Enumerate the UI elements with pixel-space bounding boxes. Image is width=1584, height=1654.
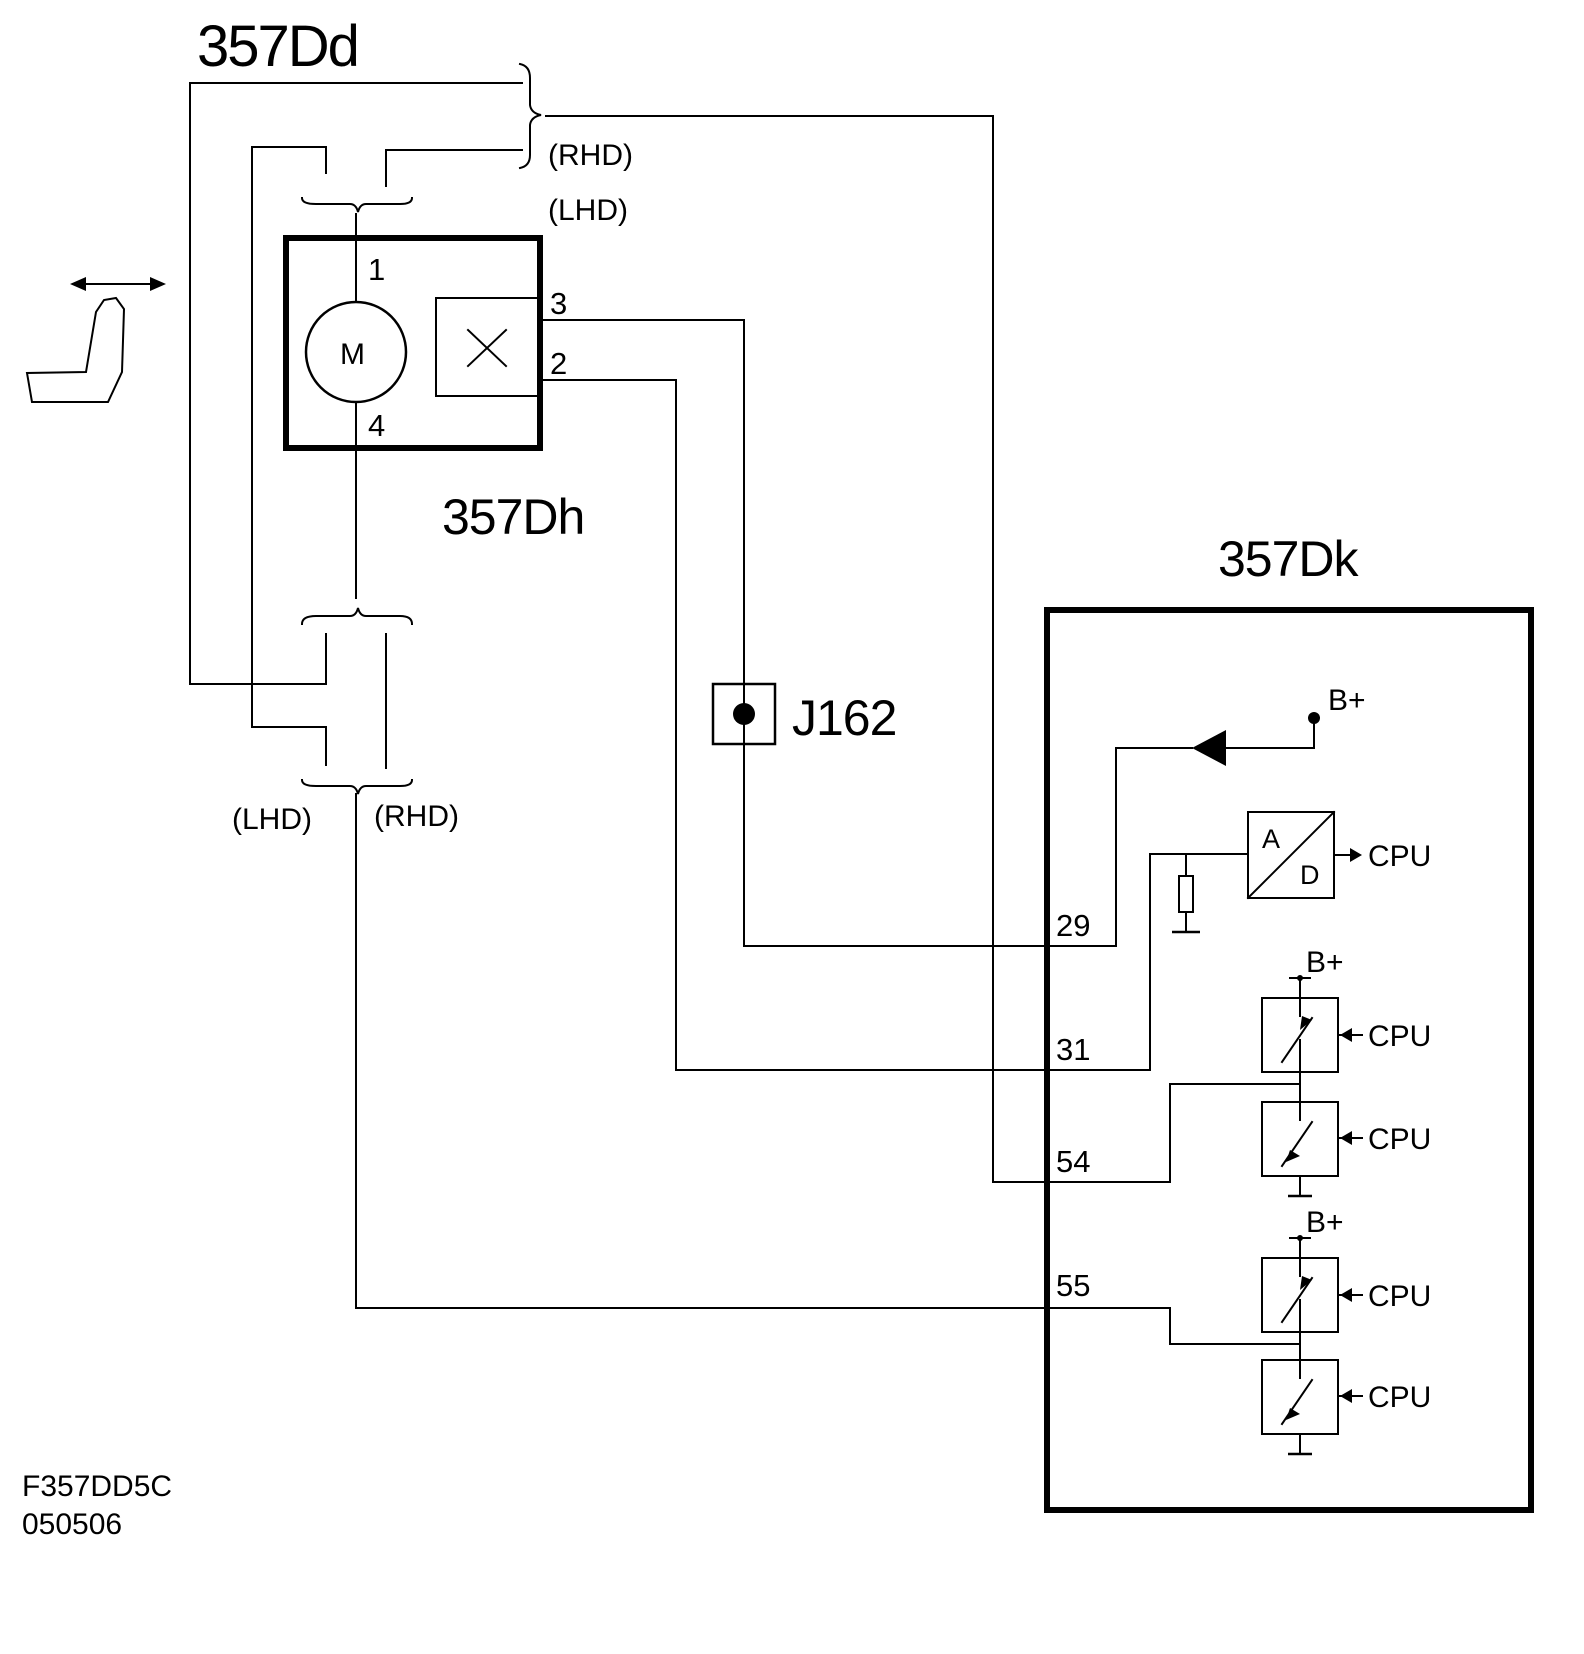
motor-pin-4: 4: [368, 408, 385, 443]
transistor-switch-icon: [1261, 1235, 1363, 1361]
lhd-top-label: (LHD): [548, 194, 628, 227]
transistor-switch-icon: [1261, 1101, 1363, 1198]
junction-J162-label: J162: [792, 690, 896, 746]
transistor-switch-icon: [1261, 1359, 1363, 1456]
module-pin-55: 55: [1056, 1268, 1090, 1303]
cpu-label-2: CPU: [1368, 1123, 1431, 1156]
module-357Dk-label: 357Dk: [1218, 531, 1360, 587]
motor-pin-2: 2: [550, 346, 567, 381]
supply-label-3: B+: [1306, 1206, 1344, 1239]
module-357Dk: [1044, 607, 1534, 1513]
module-pin-31: 31: [1056, 1032, 1090, 1067]
seat-icon: [25, 296, 126, 403]
cpu-label-3: CPU: [1368, 1280, 1431, 1313]
motor-pin-1: 1: [368, 252, 385, 287]
sensor-cross-icon: [466, 328, 508, 368]
connector-357Dd-label: 357Dd: [197, 14, 358, 79]
motor-357Dh: M 1 3 2 4: [283, 235, 567, 451]
figure-date: 050506: [22, 1508, 122, 1541]
resistor-icon: [1172, 853, 1200, 934]
lhd-bottom-label: (LHD): [232, 803, 312, 836]
motor-357Dh-label: 357Dh: [442, 489, 584, 545]
module-pin-54: 54: [1056, 1144, 1090, 1179]
module-pin-29: 29: [1056, 908, 1090, 943]
ad-converter: A D CPU: [1246, 810, 1431, 900]
diode-arrow-icon: [1192, 730, 1226, 766]
figure-code: F357DD5C: [22, 1470, 172, 1503]
ad-a-label: A: [1262, 824, 1280, 854]
bidirectional-arrow-icon: [70, 277, 166, 291]
cpu-label-1: CPU: [1368, 1020, 1431, 1053]
transistor-switch-icon: [1261, 975, 1363, 1103]
cpu-label-4: CPU: [1368, 1381, 1431, 1414]
supply-label-2: B+: [1306, 946, 1344, 979]
motor-pin-3: 3: [550, 286, 567, 321]
ad-cpu-label: CPU: [1368, 840, 1431, 873]
rhd-bottom-label: (RHD): [374, 800, 459, 833]
supply-label-1: B+: [1328, 684, 1366, 717]
motor-symbol: M: [340, 338, 365, 371]
ad-d-label: D: [1300, 860, 1320, 890]
junction-J162: [711, 682, 777, 746]
rhd-top-label: (RHD): [548, 139, 633, 172]
